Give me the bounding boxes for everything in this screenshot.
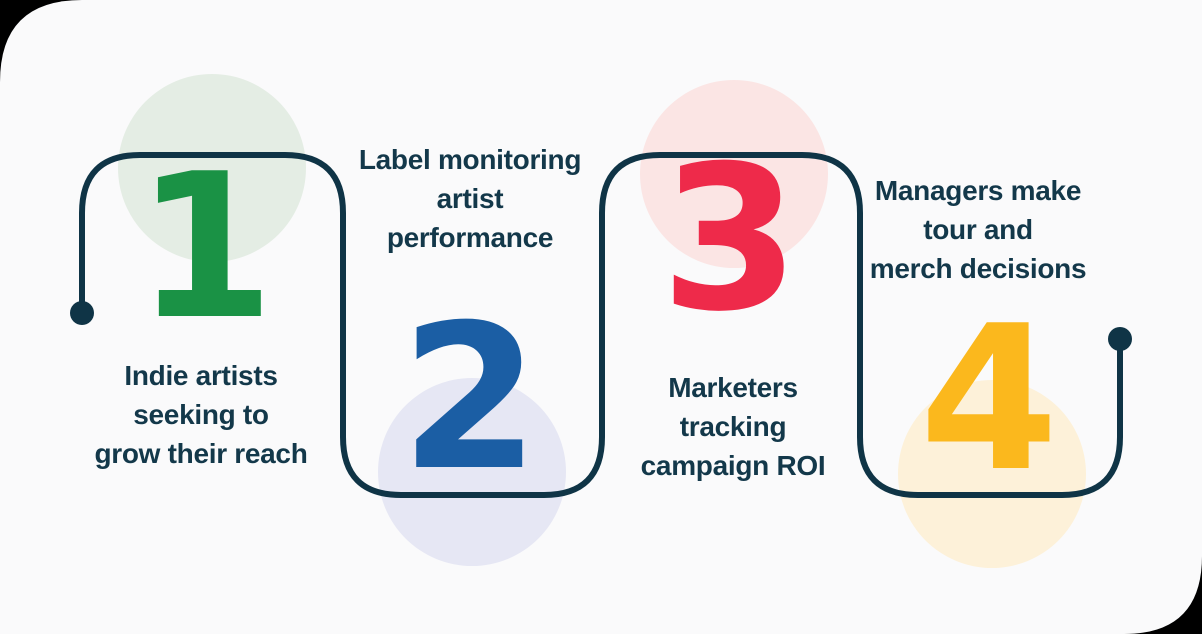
- step-3-label-line-1: Marketers: [668, 372, 798, 403]
- step-3-circle: [640, 80, 828, 268]
- timeline-start-dot: [70, 301, 94, 325]
- step-4-number: 4: [919, 283, 1058, 516]
- step-2-label-line-3: performance: [387, 222, 553, 253]
- step-2-number: 2: [400, 282, 539, 515]
- step-1-number: 1: [135, 131, 274, 364]
- step-4-circle: [898, 380, 1086, 568]
- step-4-label-line-2: tour and: [923, 214, 1033, 245]
- step-4-label-line-1: Managers make: [875, 175, 1081, 206]
- step-2-circle: [378, 378, 566, 566]
- step-2-label-line-1: Label monitoring: [359, 144, 581, 175]
- step-4-label-line-3: merch decisions: [870, 253, 1086, 284]
- step-3-label-line-3: campaign ROI: [641, 450, 826, 481]
- timeline-path: [79, 152, 1123, 498]
- step-1-label-line-2: seeking to: [133, 399, 269, 430]
- step-1-label-line-3: grow their reach: [94, 438, 307, 469]
- step-2-label-line-2: artist: [437, 183, 504, 214]
- timeline-end-dot: [1108, 327, 1132, 351]
- step-1-circle: [118, 74, 306, 262]
- step-3-label-line-2: tracking: [680, 411, 787, 442]
- step-3-number: 3: [660, 123, 799, 356]
- step-1-label-line-1: Indie artists: [124, 360, 277, 391]
